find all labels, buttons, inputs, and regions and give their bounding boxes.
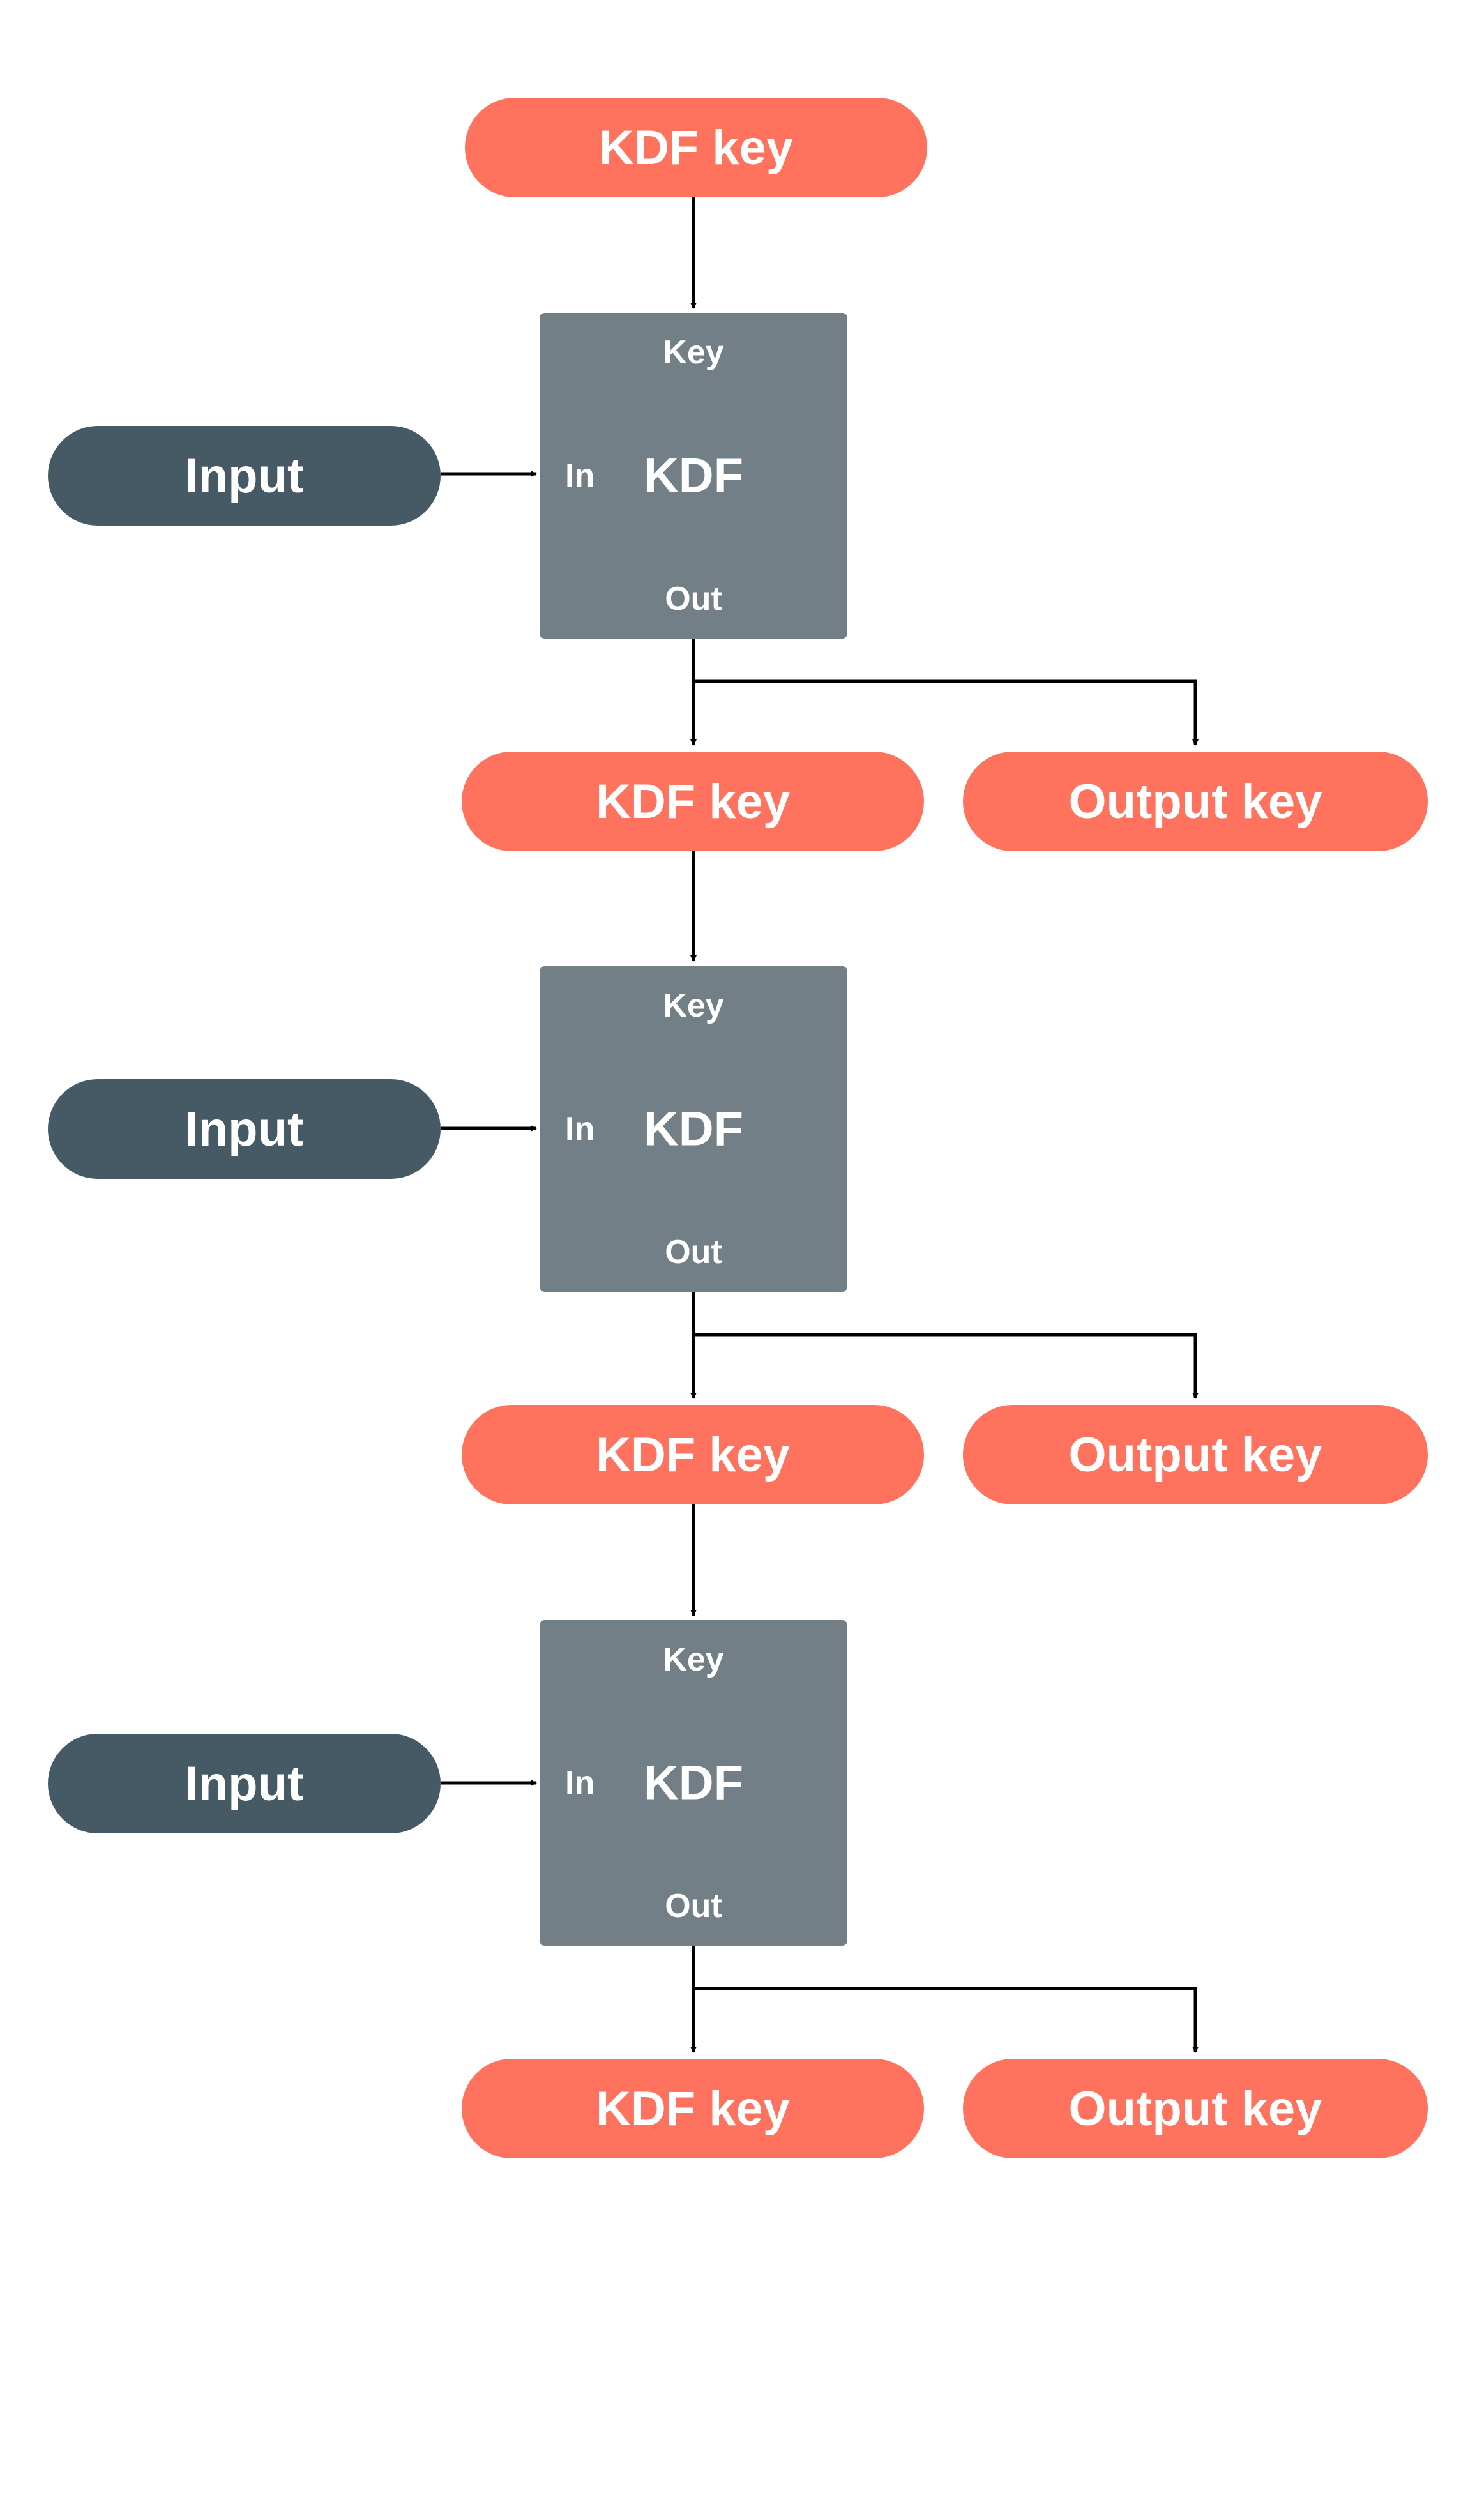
kdf-in-port-label-2: In <box>565 1110 595 1148</box>
kdf-title-1: KDF <box>643 448 744 503</box>
input-label-1: Input <box>185 448 304 503</box>
kdf-in-port-label-1: In <box>565 457 595 494</box>
kdf-out-port-label-1: Out <box>665 580 722 618</box>
kdf-title-3: KDF <box>643 1755 744 1810</box>
kdf-box-2: Key In KDF Out <box>540 966 847 1292</box>
arrow-kdf-1-to-output-key <box>693 679 1199 746</box>
kdf-key-label-1: KDF key <box>595 774 791 829</box>
kdf-key-port-label-2: Key <box>663 987 724 1024</box>
initial-kdf-key-label: KDF key <box>598 120 794 175</box>
kdf-out-port-label-3: Out <box>665 1888 722 1925</box>
input-pill-1: Input <box>48 426 441 526</box>
arrow-kdf-3-to-output-key <box>693 1987 1199 2053</box>
input-label-2: Input <box>185 1102 304 1156</box>
kdf-key-label-3: KDF key <box>595 2081 791 2136</box>
output-key-pill-3: Output key <box>963 2059 1428 2158</box>
output-key-pill-1: Output key <box>963 752 1428 851</box>
output-key-label-3: Output key <box>1068 2081 1322 2136</box>
kdf-in-port-label-3: In <box>565 1764 595 1801</box>
arrow-kdf-2-to-output-key <box>693 1333 1199 1399</box>
kdf-title-2: KDF <box>643 1102 744 1156</box>
output-key-pill-2: Output key <box>963 1405 1428 1504</box>
kdf-key-port-label-3: Key <box>663 1641 724 1678</box>
kdf-key-pill-1: KDF key <box>462 752 924 851</box>
kdf-key-label-2: KDF key <box>595 1427 791 1482</box>
kdf-box-1: Key In KDF Out <box>540 313 847 639</box>
output-key-label-2: Output key <box>1068 1427 1322 1482</box>
output-key-label-1: Output key <box>1068 774 1322 829</box>
input-label-3: Input <box>185 1756 304 1811</box>
kdf-box-3: Key In KDF Out <box>540 1620 847 1946</box>
kdf-key-pill-2: KDF key <box>462 1405 924 1504</box>
kdf-key-port-label-1: Key <box>663 334 724 371</box>
input-pill-2: Input <box>48 1079 441 1179</box>
kdf-out-port-label-2: Out <box>665 1234 722 1271</box>
initial-kdf-key-pill: KDF key <box>465 98 927 197</box>
kdf-key-pill-3: KDF key <box>462 2059 924 2158</box>
input-pill-3: Input <box>48 1734 441 1833</box>
